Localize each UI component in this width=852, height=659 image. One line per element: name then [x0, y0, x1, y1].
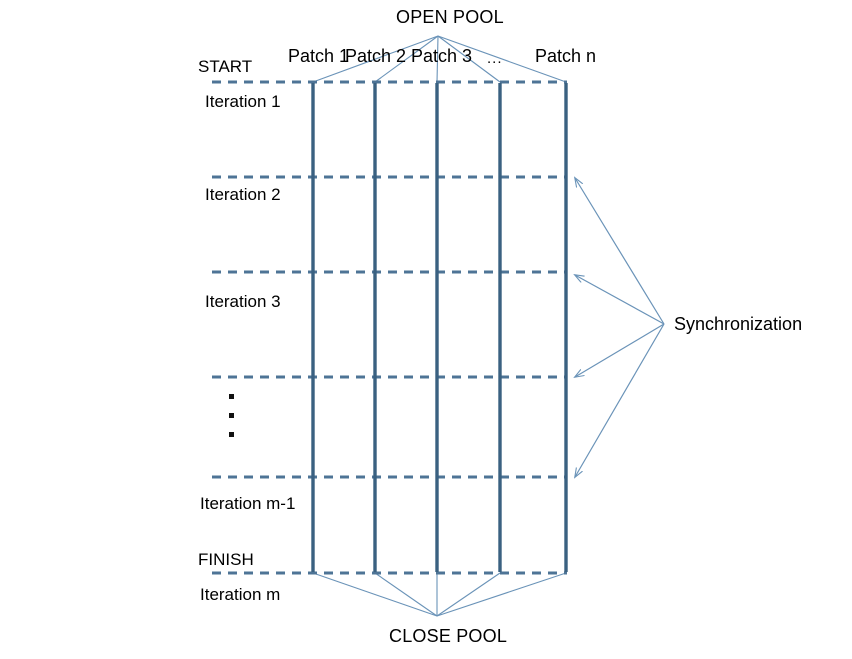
iteration-label-2: Iteration 2 [205, 185, 281, 204]
patch-label-3: Patch 3 [411, 46, 473, 66]
close-pool-label: CLOSE POOL [389, 626, 508, 646]
patch-label-ellipsis: ... [487, 50, 503, 67]
open-pool-fan [312, 35, 567, 83]
iteration-label-m: Iteration m [200, 585, 281, 604]
patch-label-n: Patch n [535, 46, 597, 66]
start-marker-label: START [198, 57, 253, 76]
patch-label-1: Patch 1 [288, 46, 350, 66]
vertical-ellipsis-dots [229, 394, 234, 437]
patch-lanes [311, 83, 568, 572]
iteration-label-m-minus-1: Iteration m-1 [200, 494, 296, 513]
iteration-label-3: Iteration 3 [205, 292, 281, 311]
synchronization-arrows [575, 178, 665, 477]
open-pool-label: OPEN POOL [396, 7, 504, 27]
finish-marker-label: FINISH [198, 550, 254, 569]
synchronization-label: Synchronization [674, 314, 803, 334]
iteration-divider-lines [212, 80, 567, 575]
iteration-label-1: Iteration 1 [205, 92, 281, 111]
close-pool-fan [312, 572, 567, 617]
patch-label-2: Patch 2 [345, 46, 407, 66]
